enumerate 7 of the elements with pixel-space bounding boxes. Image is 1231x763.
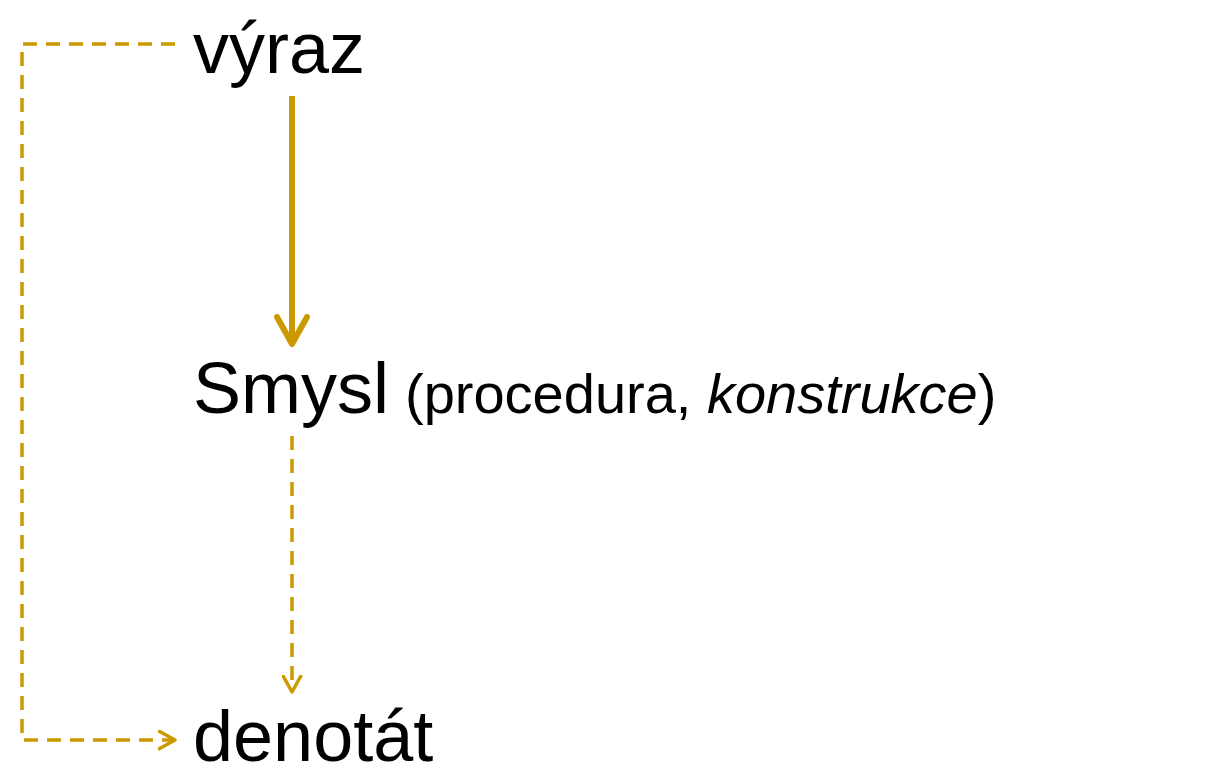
dashed-arrow [20, 42, 177, 751]
node-note: (procedura, konstrukce) [405, 362, 997, 425]
arrow [274, 96, 310, 347]
node-label: Smysl [193, 348, 389, 428]
dashed-arrow [281, 436, 303, 694]
node-label: denotát [193, 696, 434, 763]
node-label: výraz [193, 8, 366, 88]
